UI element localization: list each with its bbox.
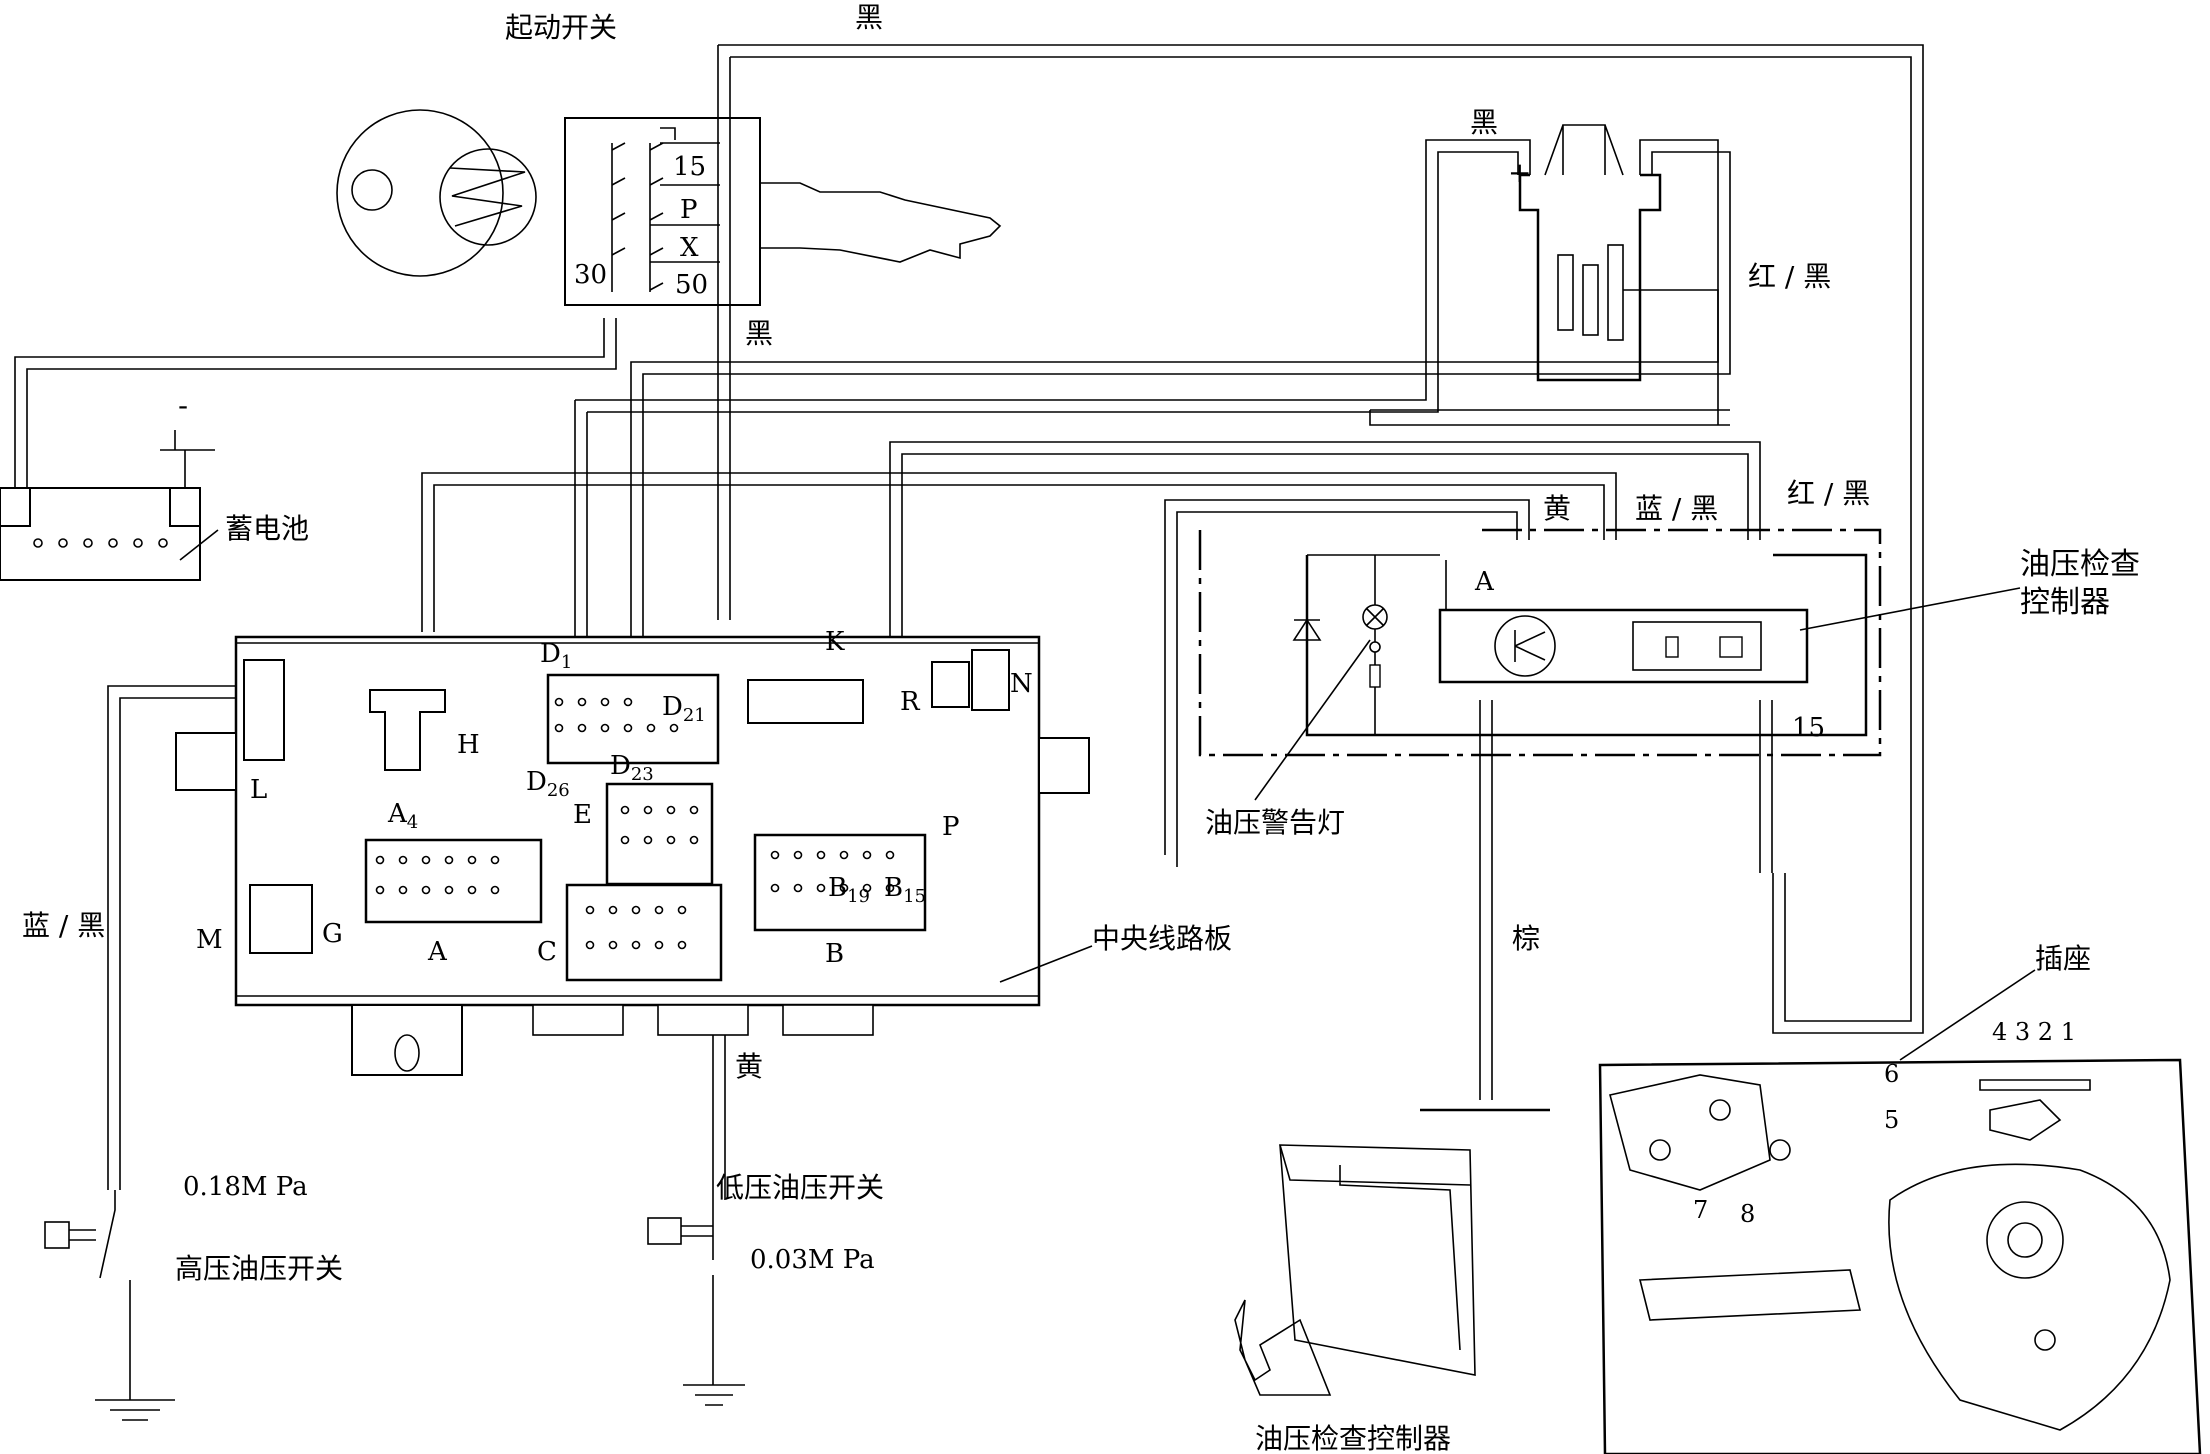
ignition-key-head [336, 109, 537, 277]
socket-illustration [1598, 1058, 2202, 1454]
high-pressure-switch-label: 高压油压开关 [175, 1252, 343, 1285]
ignition-switch-body: 15 P X 30 50 [564, 117, 761, 306]
ignition-coil [1518, 124, 1662, 382]
controller-label-line1: 油压检查 [2020, 547, 2140, 582]
wire-color-brown: 棕 [1512, 922, 1540, 955]
controller-leader-line [1799, 587, 2021, 631]
board-label-n: N [1010, 669, 1033, 699]
board-label-b19: B19 [828, 873, 870, 907]
ignition-key-blade [759, 182, 1002, 263]
coil-plus: + [1508, 156, 1531, 189]
switch-terminal-15: 15 [673, 152, 706, 182]
socket-pin-8: 8 [1740, 1200, 1755, 1228]
controller-illustration [1234, 1144, 1476, 1396]
controller-schematic [1198, 528, 1882, 757]
wire-color-black-coil: 黑 [1470, 106, 1498, 139]
high-pressure-value: 0.18M Pa [183, 1172, 308, 1202]
board-label-k: K [825, 627, 845, 657]
board-label-d26: D26 [526, 767, 570, 801]
switch-terminal-30: 30 [574, 260, 607, 290]
central-board-label: 中央线路板 [1092, 922, 1232, 955]
switch-terminal-x: X [680, 233, 699, 263]
board-label-b: B [825, 939, 844, 969]
wire-color-red-black-coil: 红 / 黑 [1748, 260, 1831, 293]
socket-pin-numbers: 4 3 2 1 [1992, 1018, 2076, 1046]
board-label-r: R [900, 687, 921, 717]
controller-pin-15: 15 [1792, 713, 1825, 743]
board-label-g: G [322, 919, 343, 949]
wiring [14, 44, 1924, 1200]
board-label-h: H [457, 730, 480, 760]
warning-lamp-label: 油压警告灯 [1205, 806, 1345, 839]
socket-label: 插座 [2035, 942, 2091, 975]
controller-pin-a: A [1474, 567, 1495, 597]
board-label-m: M [196, 925, 223, 955]
socket-pin-7: 7 [1693, 1196, 1708, 1224]
low-pressure-switch [647, 1200, 745, 1406]
controller-caption: 油压检查控制器 [1255, 1422, 1451, 1454]
board-label-c: C [537, 937, 557, 967]
switch-terminal-p: P [680, 195, 698, 225]
socket-pin-6: 6 [1884, 1060, 1899, 1088]
wire-color-black-mid: 黑 [745, 317, 773, 350]
warning-lamp-leader-line [1254, 639, 1371, 801]
socket-leader-line [1899, 969, 2036, 1061]
board-label-a4: A4 [387, 799, 418, 833]
wire-color-yellow-bottom: 黄 [735, 1050, 763, 1083]
wire-color-red-black-right: 红 / 黑 [1787, 477, 1870, 510]
wire-color-blue-black-left: 蓝 / 黑 [22, 909, 105, 942]
low-pressure-value: 0.03M Pa [750, 1245, 875, 1275]
low-pressure-switch-label: 低压油压开关 [716, 1171, 884, 1204]
battery [0, 430, 215, 581]
board-label-e: E [573, 800, 592, 830]
battery-minus: - [178, 389, 188, 422]
board-label-d23: D23 [610, 751, 654, 785]
battery-label: 蓄电池 [225, 512, 309, 545]
board-label-a: A [427, 937, 448, 967]
high-pressure-switch [44, 1190, 175, 1421]
socket-pin-5: 5 [1884, 1106, 1899, 1134]
central-board-leader-line [999, 945, 1093, 983]
controller-label-line2: 控制器 [2020, 585, 2110, 620]
board-label-l: L [250, 775, 267, 805]
board-label-d1: D1 [540, 639, 572, 673]
board-label-p: P [942, 812, 960, 842]
wire-color-black-top: 黑 [855, 1, 883, 34]
board-label-d21: D21 [662, 692, 706, 726]
wire-color-yellow-top: 黄 [1543, 492, 1571, 525]
central-wiring-board [175, 635, 1090, 1076]
wire-color-blue-black-top: 蓝 / 黑 [1635, 492, 1718, 525]
switch-terminal-50: 50 [675, 270, 708, 300]
battery-leader-line [179, 529, 219, 561]
ignition-switch-title: 起动开关 [505, 11, 617, 44]
board-label-b15: B15 [884, 873, 926, 907]
